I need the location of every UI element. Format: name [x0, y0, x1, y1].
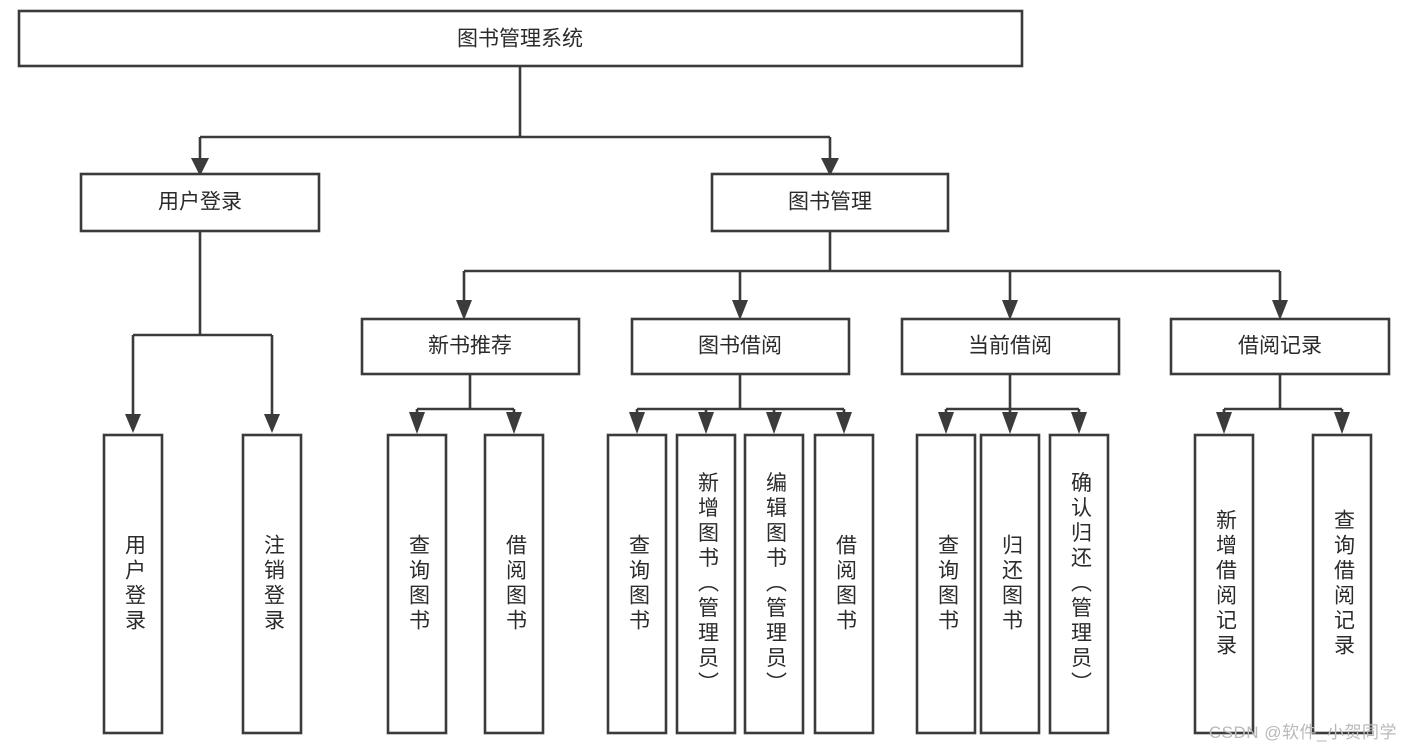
leaf-borrow-record-1-label: 新增借阅记录 — [1213, 509, 1237, 659]
leaf-user-login-1-box[interactable] — [102, 433, 164, 735]
arrow-head-leaf-borrow-book-1 — [629, 412, 645, 434]
arrow-head-leaf-borrow-book-2 — [698, 412, 714, 434]
leaf-current-borrow-2-box[interactable] — [979, 433, 1041, 735]
leaf-current-borrow-3-label: 确认归还（管理员） — [1068, 472, 1092, 697]
connector-group-new-book — [409, 373, 522, 434]
node-user-login[interactable]: 用户登录 — [79, 172, 321, 233]
arrow-head-leaf-borrow-book-3 — [766, 412, 782, 434]
arrow-head-leaf-current-borrow-3 — [1071, 412, 1087, 434]
arrow-head-user-login — [191, 158, 209, 176]
leaf-new-book-1[interactable]: 查询图书 — [386, 433, 448, 735]
node-root-box[interactable] — [17, 9, 1024, 68]
leaf-new-book-2-label: 借阅图书 — [503, 534, 527, 634]
arrow-head-book-mgmt — [821, 158, 839, 176]
leaf-borrow-book-1-label: 查询图书 — [626, 534, 650, 634]
leaf-user-login-1-label: 用户登录 — [122, 534, 146, 634]
node-borrow-record-box[interactable] — [1169, 317, 1391, 376]
arrow-head-leaf-new-book-1 — [409, 412, 425, 434]
node-borrow-record-label: 借阅记录 — [1238, 335, 1322, 358]
leaf-user-login-2-box[interactable] — [241, 433, 303, 735]
node-current-borrow[interactable]: 当前借阅 — [900, 317, 1121, 376]
node-new-book-recommend-label: 新书推荐 — [428, 335, 512, 358]
arrow-head-borrow-record — [1272, 300, 1288, 320]
leaf-new-book-1-label: 查询图书 — [406, 534, 430, 634]
leaf-borrow-record-2-label: 查询借阅记录 — [1331, 509, 1355, 659]
node-current-borrow-label: 当前借阅 — [968, 335, 1052, 358]
connector-group-borrow-book — [629, 373, 852, 434]
arrow-head-leaf-user-login-2 — [264, 414, 280, 433]
leaf-borrow-book-1[interactable]: 查询图书 — [606, 433, 668, 735]
connector-group-borrow-record — [1216, 373, 1350, 434]
leaf-current-borrow-1[interactable]: 查询图书 — [915, 433, 977, 735]
node-new-book-recommend[interactable]: 新书推荐 — [360, 317, 581, 376]
leaf-borrow-record-2-box[interactable] — [1311, 433, 1373, 735]
leaf-borrow-record-1-box[interactable] — [1193, 433, 1255, 735]
arrow-head-leaf-borrow-record-2 — [1334, 412, 1350, 434]
leaf-borrow-record-2[interactable]: 查询借阅记录 — [1311, 433, 1373, 735]
arrow-head-leaf-current-borrow-1 — [938, 412, 954, 434]
leaf-current-borrow-3-box[interactable] — [1048, 433, 1110, 735]
leaf-borrow-book-2-box[interactable] — [675, 433, 737, 735]
node-current-borrow-box[interactable] — [900, 317, 1121, 376]
connector-group-book-mgmt — [456, 231, 1288, 320]
arrow-head-leaf-user-login-1 — [125, 414, 141, 433]
arrow-head-leaf-borrow-record-1 — [1216, 412, 1232, 434]
node-user-login-label: 用户登录 — [158, 191, 242, 214]
connector-group-current-borrow — [938, 373, 1087, 434]
leaf-new-book-1-box[interactable] — [386, 433, 448, 735]
leaf-borrow-record-1[interactable]: 新增借阅记录 — [1193, 433, 1255, 735]
arrow-head-borrow-book — [732, 300, 748, 320]
node-root[interactable]: 图书管理系统 — [17, 9, 1024, 68]
node-book-borrow-box[interactable] — [630, 317, 851, 376]
arrow-head-new-book — [456, 300, 472, 320]
leaf-borrow-book-2-label: 新增图书（管理员） — [695, 472, 719, 697]
leaf-borrow-book-3-box[interactable] — [743, 433, 805, 735]
leaf-borrow-book-1-box[interactable] — [606, 433, 668, 735]
leaf-borrow-book-2[interactable]: 新增图书（管理员） — [675, 433, 737, 735]
leaf-current-borrow-2-label: 归还图书 — [999, 534, 1023, 634]
leaf-current-borrow-1-box[interactable] — [915, 433, 977, 735]
node-root-label: 图书管理系统 — [457, 28, 583, 51]
node-book-management-label: 图书管理 — [788, 191, 872, 214]
leaf-user-login-1[interactable]: 用户登录 — [102, 433, 164, 735]
node-book-management-box[interactable] — [710, 172, 950, 233]
arrow-head-leaf-new-book-2 — [506, 412, 522, 434]
connector-group-root — [191, 66, 839, 176]
leaf-borrow-book-3[interactable]: 编辑图书（管理员） — [743, 433, 805, 735]
leaf-new-book-2[interactable]: 借阅图书 — [483, 433, 545, 735]
connector-group-user-login — [125, 231, 280, 433]
leaf-borrow-book-4-box[interactable] — [813, 433, 875, 735]
leaf-user-login-2[interactable]: 注销登录 — [241, 433, 303, 735]
leaf-current-borrow-2[interactable]: 归还图书 — [979, 433, 1041, 735]
leaf-current-borrow-1-label: 查询图书 — [935, 534, 959, 634]
node-book-borrow-label: 图书借阅 — [698, 335, 782, 358]
leaf-borrow-book-4[interactable]: 借阅图书 — [813, 433, 875, 735]
leaf-user-login-2-label: 注销登录 — [261, 534, 285, 634]
arrow-head-leaf-current-borrow-2 — [1002, 412, 1018, 434]
node-book-borrow[interactable]: 图书借阅 — [630, 317, 851, 376]
node-new-book-recommend-box[interactable] — [360, 317, 581, 376]
arrow-head-leaf-borrow-book-4 — [836, 412, 852, 434]
node-borrow-record[interactable]: 借阅记录 — [1169, 317, 1391, 376]
node-book-management[interactable]: 图书管理 — [710, 172, 950, 233]
arrow-head-current-borrow — [1002, 300, 1018, 320]
node-user-login-box[interactable] — [79, 172, 321, 233]
leaf-borrow-book-3-label: 编辑图书（管理员） — [763, 472, 787, 697]
leaf-current-borrow-3[interactable]: 确认归还（管理员） — [1048, 433, 1110, 735]
leaf-borrow-book-4-label: 借阅图书 — [833, 534, 857, 634]
leaf-new-book-2-box[interactable] — [483, 433, 545, 735]
